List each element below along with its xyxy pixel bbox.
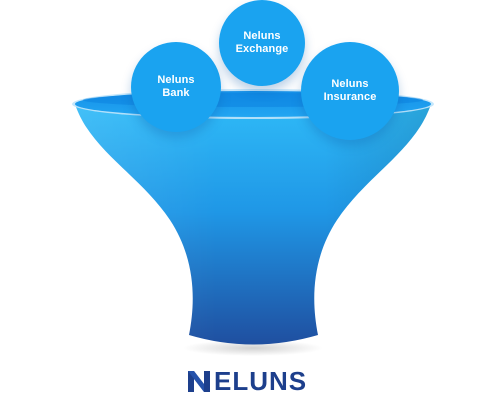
funnel-ground-shadow xyxy=(183,340,323,356)
brand-name: ELUNS xyxy=(214,366,308,396)
bubble-label-bank: Neluns Bank xyxy=(157,74,195,99)
funnel-body-shading xyxy=(75,104,431,345)
bubble-neluns-insurance: Neluns Insurance xyxy=(301,42,399,140)
brand-logo: ELUNS xyxy=(186,366,326,396)
bubble-label-exchange: Neluns Exchange xyxy=(235,30,289,55)
bubble-label-insurance: Neluns Insurance xyxy=(323,78,377,103)
neluns-logo-mark xyxy=(188,371,210,392)
bubble-neluns-exchange: Neluns Exchange xyxy=(219,0,305,86)
bubble-neluns-bank: Neluns Bank xyxy=(131,42,221,132)
